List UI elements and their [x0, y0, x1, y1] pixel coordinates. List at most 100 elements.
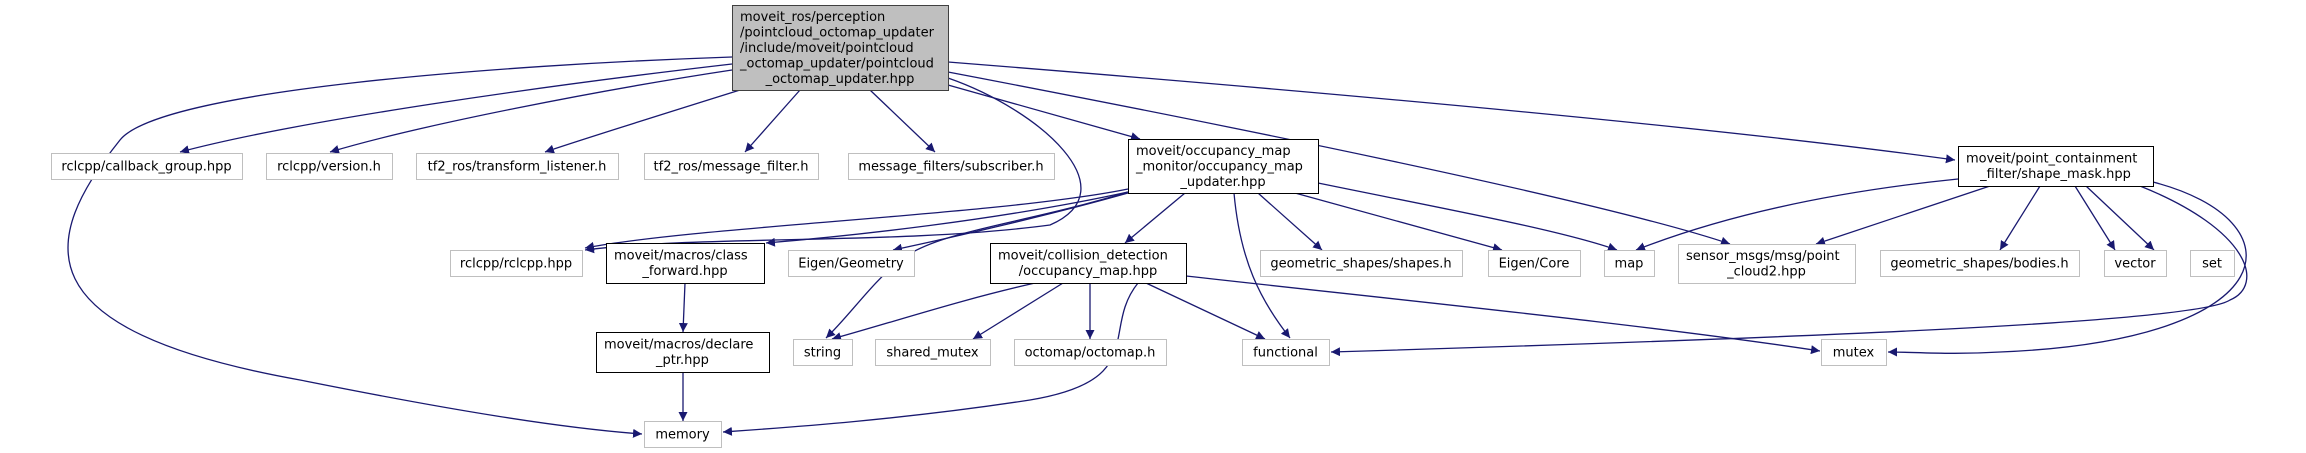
edge-shape_mask-to-bodies: [1999, 185, 2041, 251]
node-callback-group: rclcpp/callback_group.hpp: [51, 153, 243, 180]
node-subscriber: message_filters/subscriber.h: [848, 153, 1055, 180]
node-label-line: shared_mutex: [886, 345, 979, 360]
node-label-line: message_filters/subscriber.h: [858, 159, 1043, 174]
node-label-line: moveit/point_containment: [1966, 152, 2137, 167]
edge-root-to-transform_listener: [544, 89, 741, 154]
node-class-forward[interactable]: moveit/macros/class_forward.hpp: [606, 243, 765, 284]
node-box: [1604, 250, 1655, 277]
node-octomap: octomap/octomap.h: [1014, 339, 1167, 366]
node-label-line: geometric_shapes/shapes.h: [1270, 256, 1451, 271]
node-memory: memory: [644, 421, 722, 448]
node-box: [644, 153, 819, 180]
node-label-line: /occupancy_map.hpp: [1019, 264, 1157, 279]
edge-root-to-version: [329, 69, 733, 154]
edge-occupancy_map_updater-to-map: [1317, 182, 1618, 252]
node-box: [1014, 339, 1167, 366]
node-mutex: mutex: [1821, 339, 1887, 366]
node-functional: functional: [1242, 339, 1330, 366]
node-occupancy-map-updater[interactable]: moveit/occupancy_map_monitor/occupancy_m…: [1128, 139, 1319, 194]
node-box: [848, 153, 1055, 180]
node-vector: vector: [2104, 250, 2167, 277]
node-shapes: geometric_shapes/shapes.h: [1260, 250, 1463, 277]
edge-root-to-memory: [67, 56, 733, 438]
node-eigen-core: Eigen/Core: [1488, 250, 1581, 277]
node-shape-mask[interactable]: moveit/point_containment_filter/shape_ma…: [1958, 146, 2154, 187]
edge-occupancy_map-to-memory: [722, 282, 1139, 436]
edge-root-to-callback_group: [179, 63, 733, 155]
node-label-line: _filter/shape_mask.hpp: [1979, 167, 2131, 182]
edge-occupancy_map_updater-to-eigen_core: [1294, 192, 1503, 252]
node-set: set: [2190, 250, 2235, 277]
node-label-line: mutex: [1833, 345, 1875, 360]
node-label-line: tf2_ros/transform_listener.h: [428, 159, 607, 174]
node-box: [2104, 250, 2167, 277]
node-label-line: memory: [655, 427, 710, 442]
node-root[interactable]: moveit_ros/perception/pointcloud_octomap…: [732, 5, 949, 91]
node-label-line: moveit/macros/declare: [604, 338, 753, 353]
node-label-line: moveit_ros/perception: [740, 10, 885, 25]
node-label-line: octomap/octomap.h: [1025, 345, 1156, 360]
node-box: [793, 339, 853, 366]
node-label-line: _monitor/occupancy_map: [1135, 159, 1303, 174]
node-label-line: _octomap_updater.hpp: [765, 72, 915, 87]
node-label-line: vector: [2114, 256, 2156, 271]
edge-shape_mask-to-functional: [1330, 185, 2248, 357]
edge-shape_mask-to-mutex: [1887, 181, 2247, 357]
node-label-line: moveit/macros/class: [614, 249, 748, 264]
node-transform-listener: tf2_ros/transform_listener.h: [416, 153, 619, 180]
edge-root-to-subscriber: [869, 89, 936, 153]
node-box: [732, 5, 949, 91]
node-label-line: rclcpp/callback_group.hpp: [61, 159, 231, 174]
node-label-line: _updater.hpp: [1179, 175, 1265, 190]
node-label-line: geometric_shapes/bodies.h: [1890, 256, 2068, 271]
node-label-line: set: [2202, 256, 2222, 271]
node-box: [1880, 250, 2080, 277]
edge-occupancy_map_updater-to-class_forward: [765, 191, 1129, 247]
edge-occupancy_map-to-string: [831, 282, 1036, 341]
edge-root-to-point_cloud2: [947, 71, 1731, 246]
node-box: [1488, 250, 1581, 277]
node-box: [1678, 244, 1856, 284]
node-label-line: _cloud2.hpp: [1726, 265, 1806, 280]
edge-shape_mask-to-point_cloud2: [1815, 185, 1991, 246]
node-box: [596, 332, 770, 373]
node-eigen-geometry: Eigen/Geometry: [788, 250, 915, 277]
node-box: [788, 250, 915, 277]
node-box: [2190, 250, 2235, 277]
node-label-line: tf2_ros/message_filter.h: [654, 159, 809, 174]
node-label-line: string: [804, 345, 841, 360]
node-rclcpp: rclcpp/rclcpp.hpp: [450, 250, 583, 277]
node-box: [51, 153, 243, 180]
edge-class_forward-to-declare_ptr: [678, 282, 688, 333]
node-box: [1958, 146, 2154, 187]
node-message-filter: tf2_ros/message_filter.h: [644, 153, 819, 180]
edge-root-to-shape_mask: [947, 61, 1956, 164]
edge-occupancy_map_updater-to-rclcpp: [584, 188, 1129, 251]
node-string: string: [793, 339, 853, 366]
node-box: [1260, 250, 1463, 277]
node-map: map: [1604, 250, 1655, 277]
edge-occupancy_map_updater-to-shapes: [1257, 192, 1323, 251]
node-label-line: Eigen/Geometry: [798, 256, 904, 271]
node-label-line: functional: [1253, 345, 1318, 360]
edge-root-to-occupancy_map_updater: [947, 84, 1141, 141]
node-label-line: Eigen/Core: [1499, 256, 1570, 271]
node-box: [1242, 339, 1330, 366]
edge-shape_mask-to-vector: [2074, 185, 2116, 251]
edge-occupancy_map-to-shared_mutex: [972, 282, 1064, 340]
edge-root-to-rclcpp: [584, 77, 1082, 254]
node-occupancy-map[interactable]: moveit/collision_detection/occupancy_map…: [990, 243, 1187, 284]
node-label-line: /include/moveit/pointcloud: [740, 41, 914, 56]
node-box: [450, 250, 583, 277]
node-label-line: _ptr.hpp: [655, 353, 709, 368]
edge-shape_mask-to-map: [1635, 178, 1959, 251]
node-bodies: geometric_shapes/bodies.h: [1880, 250, 2080, 277]
node-box: [990, 243, 1187, 284]
node-box: [1821, 339, 1887, 366]
edge-occupancy_map_updater-to-occupancy_map: [1124, 192, 1186, 244]
node-label-line: _forward.hpp: [641, 264, 727, 279]
edge-occupancy_map-to-functional: [1145, 282, 1266, 340]
node-declare-ptr[interactable]: moveit/macros/declare_ptr.hpp: [596, 332, 770, 373]
node-label-line: sensor_msgs/msg/point: [1686, 249, 1840, 264]
